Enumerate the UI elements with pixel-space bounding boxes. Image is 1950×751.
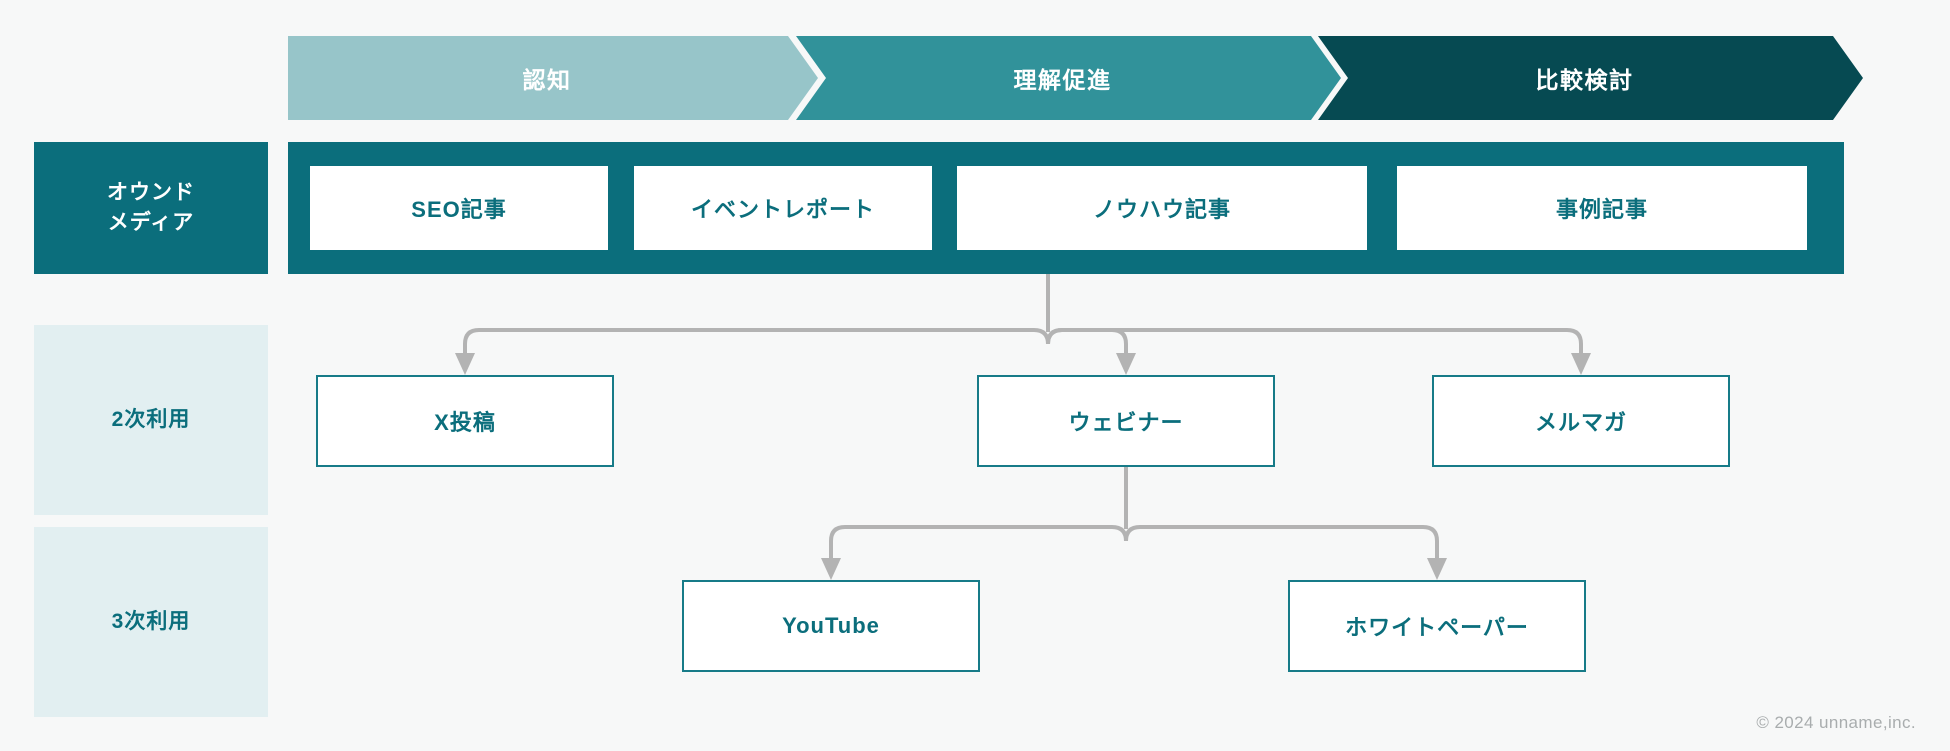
row-label-secondary-use: 2次利用 xyxy=(34,325,268,515)
owned-card-case-article-label: 事例記事 xyxy=(1555,197,1648,222)
node-mailmag[interactable]: メルマガ xyxy=(1432,375,1730,467)
stage-funnel: 認知 理解促進 比較検討 xyxy=(288,36,1863,120)
row-label-secondary-use-text: 2次利用 xyxy=(111,407,191,431)
row-label-owned-media: オウンドメディア xyxy=(34,142,268,274)
node-x-post-label: X投稿 xyxy=(434,410,496,435)
row-label-tertiary-use: 3次利用 xyxy=(34,527,268,717)
node-youtube[interactable]: YouTube xyxy=(682,580,980,672)
arrowhead-youtube xyxy=(821,558,841,580)
connector-webinar-to-whitepaper xyxy=(1124,525,1439,558)
stage-comparison-label: 比較検討 xyxy=(1535,67,1634,93)
owned-card-seo-article[interactable]: SEO記事 xyxy=(310,166,608,250)
arrowhead-webinar xyxy=(1116,353,1136,375)
row-label-tertiary-use-text: 3次利用 xyxy=(111,609,191,633)
node-x-post[interactable]: X投稿 xyxy=(316,375,614,467)
node-whitepaper-label: ホワイトペーパー xyxy=(1345,615,1529,640)
owned-media-band: SEO記事 イベントレポート ノウハウ記事 事例記事 xyxy=(288,142,1844,274)
arrowhead-whitepaper xyxy=(1427,558,1447,580)
connector-knowhow-to-mailmag xyxy=(1046,328,1583,353)
stage-understanding[interactable]: 理解促進 xyxy=(796,36,1341,120)
connector-webinar-to-youtube xyxy=(829,525,1128,558)
owned-card-knowhow-article[interactable]: ノウハウ記事 xyxy=(957,166,1367,250)
connector-knowhow-to-webinar xyxy=(1046,328,1128,353)
owned-card-case-article[interactable]: 事例記事 xyxy=(1397,166,1807,250)
stage-shape-comparison xyxy=(1318,36,1863,120)
stage-shape-awareness xyxy=(288,36,818,120)
arrowhead-x-post xyxy=(455,353,475,375)
connector-knowhow-to-x-post xyxy=(463,328,1050,353)
footer-copyright: © 2024 unname,inc. xyxy=(1756,713,1916,732)
stage-understanding-label: 理解促進 xyxy=(1013,67,1112,93)
row-label-owned-media-text: オウンドメディア xyxy=(107,180,195,234)
stage-funnel-shapes xyxy=(288,36,1863,120)
node-mailmag-label: メルマガ xyxy=(1534,410,1627,435)
owned-card-seo-article-label: SEO記事 xyxy=(411,197,507,222)
owned-card-event-report-label: イベントレポート xyxy=(690,197,875,222)
node-whitepaper[interactable]: ホワイトペーパー xyxy=(1288,580,1586,672)
node-webinar[interactable]: ウェビナー xyxy=(977,375,1275,467)
node-youtube-label: YouTube xyxy=(782,613,880,638)
owned-card-knowhow-article-label: ノウハウ記事 xyxy=(1092,197,1231,222)
stage-comparison[interactable]: 比較検討 xyxy=(1318,36,1863,120)
arrowhead-mailmag xyxy=(1571,353,1591,375)
stage-awareness-label: 認知 xyxy=(522,67,572,93)
stage-awareness[interactable]: 認知 xyxy=(288,36,818,120)
stage-shape-understanding xyxy=(796,36,1341,120)
node-webinar-label: ウェビナー xyxy=(1068,410,1184,435)
owned-card-event-report[interactable]: イベントレポート xyxy=(634,166,932,250)
